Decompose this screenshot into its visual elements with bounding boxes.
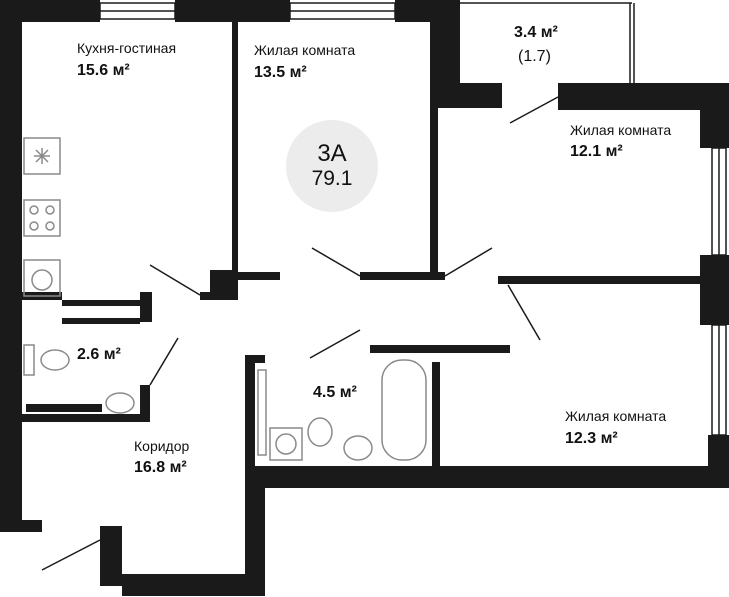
kitchen-area: 15.6 м² <box>77 62 130 79</box>
living1-area: 13.5 м² <box>254 64 307 81</box>
balcony-area: 3.4 м² <box>514 24 558 41</box>
living2-area: 12.1 м² <box>570 143 623 160</box>
wc-area: 2.6 м² <box>77 346 121 363</box>
living2-name: Жилая комната <box>570 122 672 138</box>
corridor-area: 16.8 м² <box>134 459 187 476</box>
fixtures <box>23 137 427 461</box>
bathroom-area: 4.5 м² <box>313 384 357 401</box>
corridor-name: Коридор <box>134 438 190 454</box>
doors <box>41 96 559 571</box>
apartment-total-area: 79.1 <box>311 167 353 190</box>
living3-name: Жилая комната <box>565 408 667 424</box>
windows <box>99 2 727 436</box>
balcony-reduced-area: (1.7) <box>518 48 551 65</box>
radiators <box>26 300 140 412</box>
kitchen-name: Кухня-гостиная <box>77 40 177 56</box>
apartment-type-code: 3А <box>317 140 347 167</box>
apartment-badge: 3А 79.1 <box>286 120 378 212</box>
living3-area: 12.3 м² <box>565 430 618 447</box>
living1-name: Жилая комната <box>254 42 356 58</box>
